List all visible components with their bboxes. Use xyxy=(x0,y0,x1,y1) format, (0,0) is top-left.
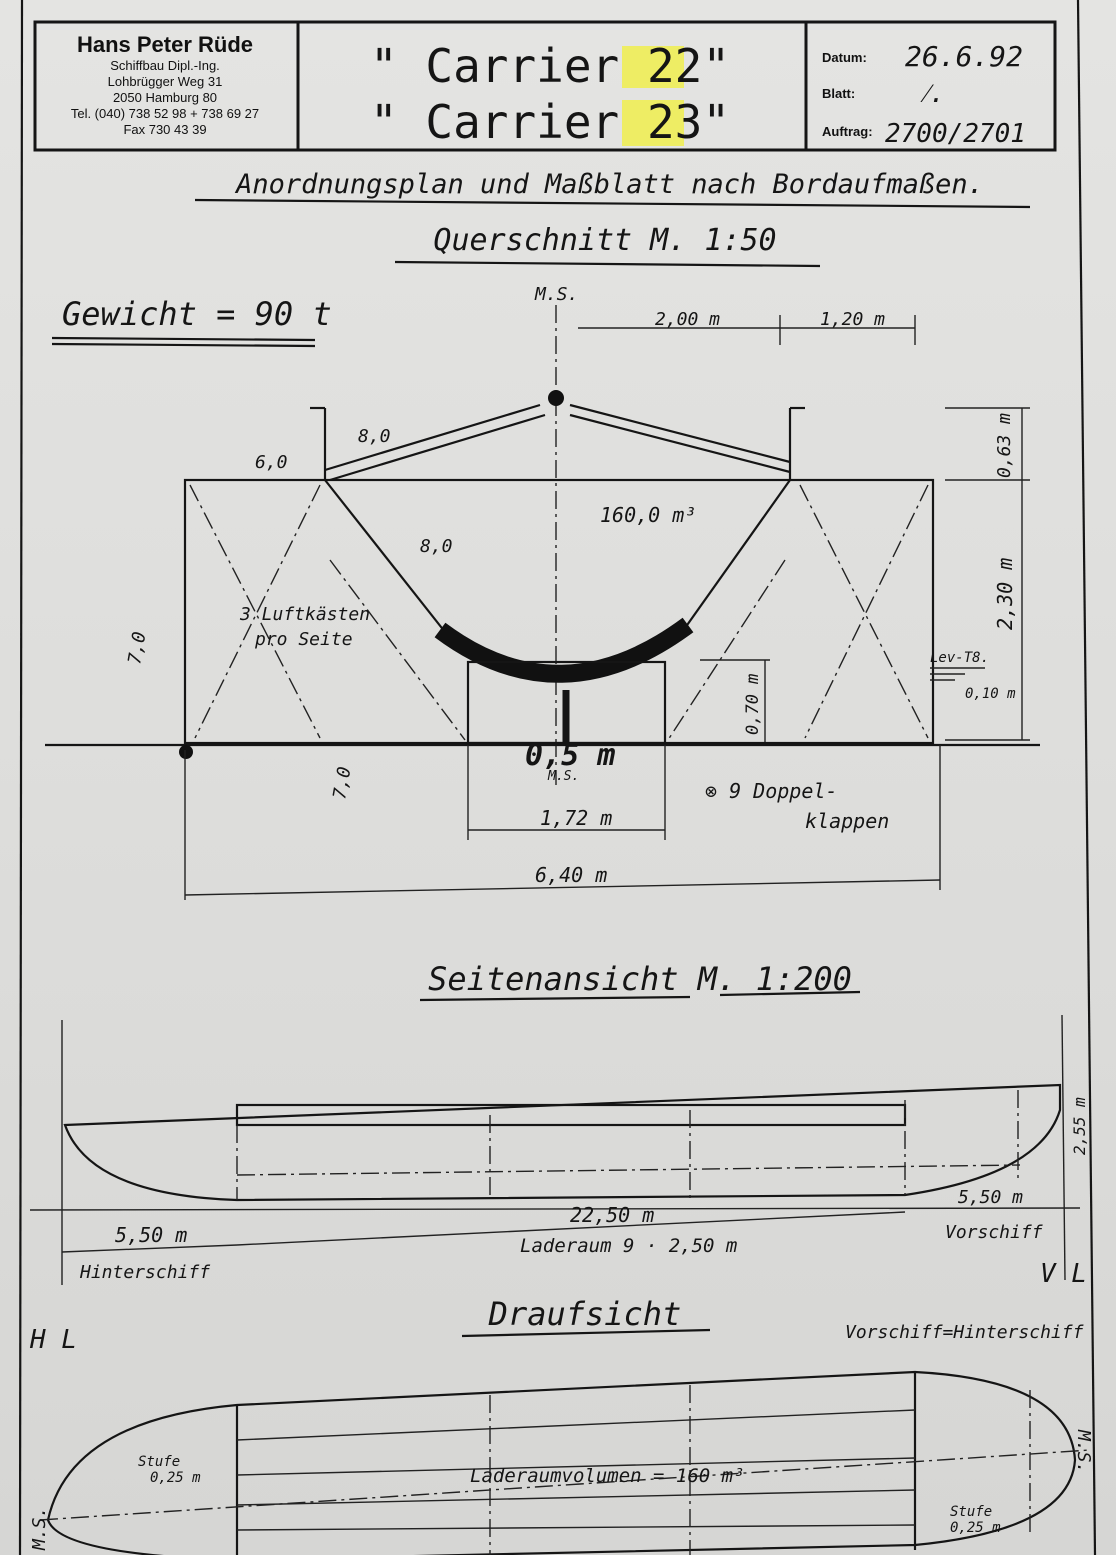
cross-section-title: Querschnitt M. 1:50 xyxy=(433,223,776,258)
centerline-label-right: M.S. xyxy=(1073,1429,1094,1473)
weight-label: Gewicht = 90 t xyxy=(62,295,332,333)
step-left-line1: Stufe xyxy=(138,1454,180,1470)
plate-thickness-7-0-bottom: 7,0 xyxy=(329,765,355,801)
title-block: Hans Peter Rüde Schiffbau Dipl.-Ing. Loh… xyxy=(33,20,1057,152)
hold-volume: 160,0 m³ xyxy=(600,503,696,527)
company-name: Hans Peter Rüde xyxy=(77,32,253,57)
plan-view: Draufsicht Vorschiff=Hinterschiff Ladera… xyxy=(29,1295,1094,1555)
dim-0-70m: 0,70 m xyxy=(743,674,763,735)
dim-fwd-5-50m: 5,50 m xyxy=(958,1187,1023,1208)
step-left-line2: 0,25 m xyxy=(150,1470,201,1486)
fwd-perpendicular-label: V L xyxy=(1040,1259,1087,1289)
fax: Fax 730 43 39 xyxy=(123,122,206,137)
city: 2050 Hamburg 80 xyxy=(113,90,217,105)
phone: Tel. (040) 738 52 98 + 738 69 27 xyxy=(71,106,259,121)
fore-equals-aft-note: Vorschiff=Hinterschiff xyxy=(845,1322,1084,1343)
sheet-value: ⁄. xyxy=(920,79,945,109)
flaps-line2: klappen xyxy=(805,809,889,833)
centerline-label: M.S. xyxy=(534,284,578,305)
side-view-title: Seitenansicht M. 1:200 xyxy=(428,960,852,998)
plate-thickness-8-0-deck: 8,0 xyxy=(358,426,391,447)
dim-1-20m: 1,20 m xyxy=(820,309,885,330)
title-carrier-23: " Carrier 23" xyxy=(370,95,730,149)
title-carrier-22: " Carrier 22" xyxy=(370,39,730,93)
waterline-value: 0,10 m xyxy=(965,686,1016,702)
plate-thickness-6-0: 6,0 xyxy=(255,452,288,473)
side-view: Seitenansicht M. 1:200 2,55 m 22,50 m La… xyxy=(29,960,1089,1355)
date-label: Datum: xyxy=(822,50,867,65)
highlight-23 xyxy=(622,100,684,146)
order-value: 2700/2701 xyxy=(885,119,1026,149)
frame-right xyxy=(1076,0,1097,1555)
centerline-label-left: M.S. xyxy=(29,1507,50,1551)
fore-body-label: Vorschiff xyxy=(945,1222,1043,1243)
bottom-centerline-label: M.S. xyxy=(547,769,579,784)
profession: Schiffbau Dipl.-Ing. xyxy=(110,58,220,73)
dim-1-72m: 1,72 m xyxy=(540,806,612,830)
step-right-line2: 0,25 m xyxy=(950,1520,1001,1536)
air-boxes-line2: pro Seite xyxy=(254,629,353,650)
aft-perpendicular-label: H L xyxy=(29,1325,77,1355)
sheet-label: Blatt: xyxy=(822,86,855,101)
dim-2-55m: 2,55 m xyxy=(1070,1097,1089,1155)
date-value: 26.6.92 xyxy=(905,40,1023,73)
highlight-22 xyxy=(622,46,684,88)
dim-aft-5-50m: 5,50 m xyxy=(115,1223,187,1247)
street: Lohbrügger Weg 31 xyxy=(108,74,223,89)
air-boxes-line1: 3 Luftkästen xyxy=(239,604,370,625)
dim-6-40m: 6,40 m xyxy=(535,863,607,887)
hold-division: Laderaum 9 · 2,50 m xyxy=(520,1235,737,1257)
waterline-label: Lev-T8. xyxy=(930,650,989,666)
flaps-line1: ⊗ 9 Doppel- xyxy=(705,779,837,803)
dim-0-63m: 0,63 m xyxy=(994,413,1015,478)
step-right-line1: Stufe xyxy=(950,1504,992,1520)
aft-body-label: Hinterschiff xyxy=(79,1262,210,1283)
hold-volume-label: Laderaumvolumen = 160 m³ xyxy=(470,1465,745,1487)
dim-2-30m: 2,30 m xyxy=(993,558,1017,630)
plan-view-title: Draufsicht xyxy=(488,1295,682,1333)
frame-left xyxy=(18,0,24,1555)
plate-thickness-8-0-hopper: 8,0 xyxy=(420,536,453,557)
dim-22-50m: 22,50 m xyxy=(570,1203,654,1227)
bottom-thickness-label: 0,5 m xyxy=(525,738,615,773)
cross-section: Querschnitt M. 1:50 Gewicht = 90 t M.S. … xyxy=(45,223,1040,900)
order-label: Auftrag: xyxy=(822,124,873,139)
drawing-title: Anordnungsplan und Maßblatt nach Bordauf… xyxy=(234,169,984,200)
dim-2-00m: 2,00 m xyxy=(655,309,720,330)
plate-thickness-7-0-side: 7,0 xyxy=(124,630,150,666)
